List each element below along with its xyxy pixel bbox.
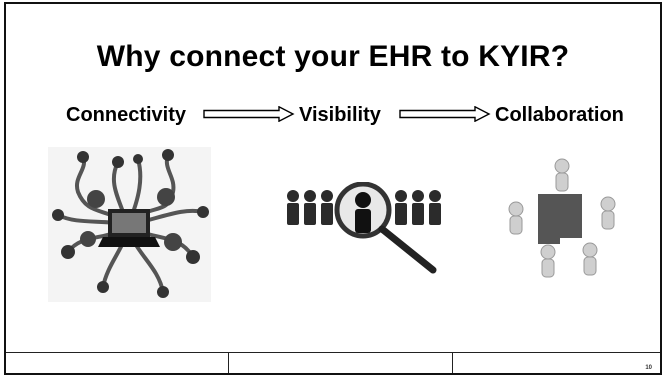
right-arrow-icon [203, 106, 295, 122]
slide: Why connect your EHR to KYIR? Connectivi… [4, 2, 662, 375]
slide-title: Why connect your EHR to KYIR? [96, 40, 570, 73]
footer-divider [452, 353, 453, 373]
flow-visibility: Visibility [299, 104, 381, 126]
slide-footer: 10 [6, 352, 660, 373]
flow-collaboration: Collaboration [495, 104, 624, 126]
flow-connectivity: Connectivity [66, 104, 187, 126]
puzzle-team-image [498, 154, 626, 279]
magnifier-people-image [283, 181, 453, 277]
footer-divider [228, 353, 229, 373]
network-icons-image [48, 147, 211, 302]
page-number: 10 [645, 365, 652, 371]
right-arrow-icon [399, 106, 491, 122]
